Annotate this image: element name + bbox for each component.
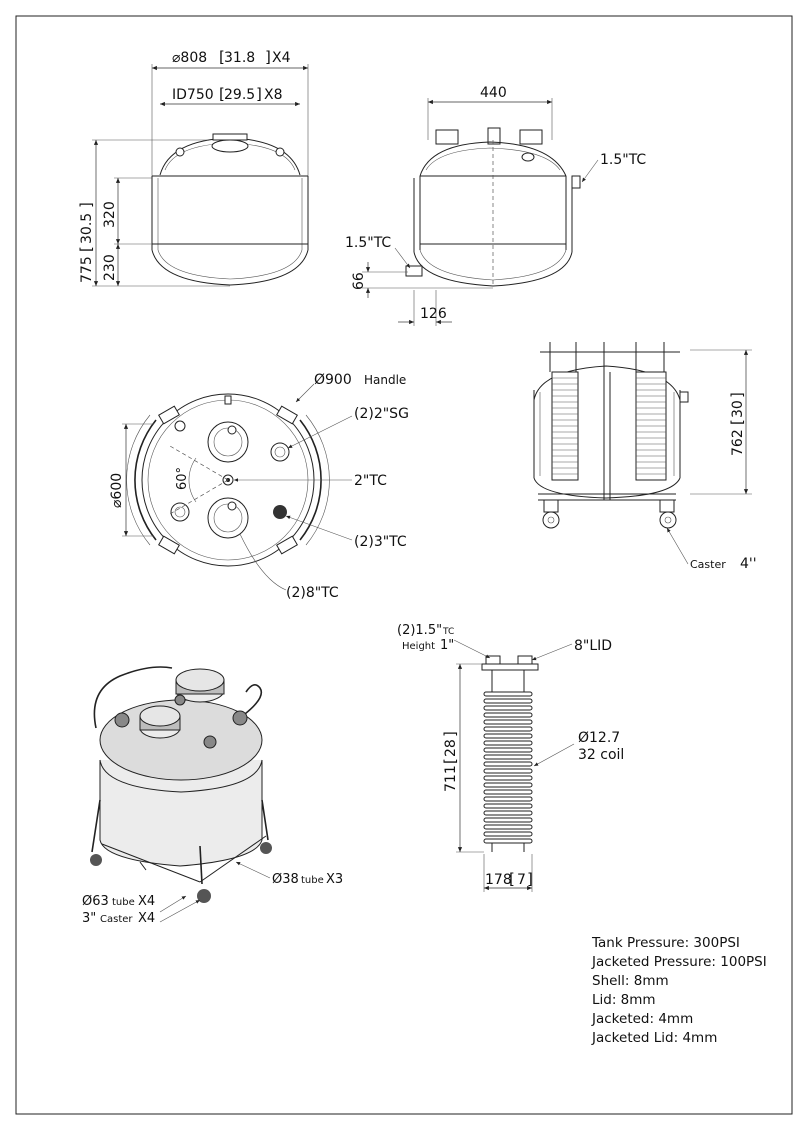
- section-height: 762: [730, 429, 746, 456]
- sheet-border: [15, 15, 793, 1115]
- front-outer-dia-in: 31.8: [224, 50, 255, 66]
- side-bottom-offset: 126: [420, 306, 447, 322]
- side-bottom-height: 66: [351, 272, 367, 290]
- spec-list: Tank Pressure: 300PSI Jacketed Pressure:…: [592, 934, 792, 1048]
- front-height: 775: [79, 256, 95, 283]
- svg-text:]: ]: [77, 202, 95, 208]
- coil-port-height: Height: [402, 641, 435, 652]
- coil-port-height-val: 1": [440, 638, 454, 653]
- section-view: 762 [ 30 ] Caster 4'': [533, 342, 757, 572]
- svg-text:[: [: [441, 758, 459, 764]
- spec-tank-pressure: Tank Pressure: 300PSI: [592, 935, 740, 951]
- section-height-in: 30: [730, 400, 746, 418]
- section-coil-right: [635, 371, 667, 481]
- top-diameter: ⌀600: [109, 473, 125, 508]
- svg-text:[: [: [77, 246, 95, 252]
- iso-tube63: Ø63: [82, 894, 109, 909]
- front-inner-dia-in: 29.5: [224, 87, 255, 103]
- side-port-lower: 1.5"TC: [345, 235, 391, 251]
- svg-text:]: ]: [728, 392, 746, 398]
- svg-text:[: [: [728, 419, 746, 425]
- iso-tube38-qty: X3: [326, 872, 343, 887]
- top-view: 60° ⌀600 Ø900 Handle (2)2"SG 2"TC (2)3"T…: [109, 372, 409, 601]
- coil-width: 178: [485, 872, 512, 888]
- iso-caster-size: 3": [82, 911, 96, 926]
- top-handle-word: Handle: [364, 373, 406, 387]
- svg-text:[: [: [219, 48, 225, 66]
- front-shell: 320: [102, 201, 118, 228]
- coil-port-qty: (2)1.5": [397, 623, 442, 638]
- side-width: 440: [480, 85, 507, 101]
- spec-jacketed: Jacketed: 4mm: [592, 1011, 694, 1027]
- front-bottom: 230: [102, 254, 118, 281]
- spec-jacketed-lid: Jacketed Lid: 4mm: [592, 1030, 718, 1046]
- coil-height-in: 28: [443, 739, 459, 757]
- top-handle-dia: Ø900: [314, 372, 352, 388]
- coil-lid: 8"LID: [574, 638, 612, 654]
- coil-width-in: 7: [517, 872, 526, 888]
- front-inner-qty: X8: [264, 87, 283, 103]
- iso-tube63-qty: X4: [138, 894, 155, 909]
- spec-lid: Lid: 8mm: [592, 992, 656, 1008]
- iso-view: Ø63 tube X4 3" Caster X4 Ø38 tube X3: [82, 666, 343, 926]
- front-height-in: 30.5: [79, 213, 95, 244]
- front-inner-dia: ID750: [172, 87, 214, 103]
- svg-text:]: ]: [265, 48, 271, 66]
- coil-dia: Ø12.7: [578, 730, 620, 746]
- side-view: 440 1.5"TC 1.5"TC 66 126: [345, 85, 646, 326]
- svg-text:]: ]: [256, 85, 262, 103]
- top-angle: 60°: [175, 467, 190, 490]
- spec-shell: Shell: 8mm: [592, 973, 669, 989]
- front-view: ⌀808 31.8 [ ] X4 ID750 29.5 [ ] X8 77: [77, 48, 309, 287]
- svg-text:[: [: [219, 85, 225, 103]
- iso-tube63-word: tube: [112, 897, 135, 908]
- section-coil-left: [551, 371, 579, 481]
- coil-height: 711: [443, 765, 459, 792]
- top-center-port: 2"TC: [354, 473, 387, 489]
- iso-caster-qty: X4: [138, 911, 155, 926]
- svg-text:]: ]: [527, 870, 533, 888]
- spec-jacketed-pressure: Jacketed Pressure: 100PSI: [592, 954, 767, 970]
- top-small-ports: (2)3"TC: [354, 534, 407, 550]
- iso-tube38-word: tube: [301, 875, 324, 886]
- top-sight-glass: (2)2"SG: [354, 406, 409, 422]
- iso-caster-word: Caster: [100, 914, 133, 925]
- coil-count: 32 coil: [578, 747, 624, 763]
- section-caster-label: Caster: [690, 558, 726, 571]
- svg-text:]: ]: [441, 731, 459, 737]
- section-caster-size: 4'': [740, 556, 757, 572]
- front-outer-dia: ⌀808: [172, 50, 207, 66]
- coil-view: 711 [ 28 ] 178 [ 7 ] (2)1.5" TC Height 1…: [397, 623, 624, 892]
- top-large-ports: (2)8"TC: [286, 585, 339, 601]
- svg-text:[: [: [509, 870, 515, 888]
- front-outer-qty: X4: [272, 50, 291, 66]
- iso-tube38: Ø38: [272, 872, 299, 887]
- coil-spiral: [483, 691, 533, 844]
- coil-port-tc: TC: [442, 627, 454, 637]
- side-port-upper: 1.5"TC: [600, 152, 646, 168]
